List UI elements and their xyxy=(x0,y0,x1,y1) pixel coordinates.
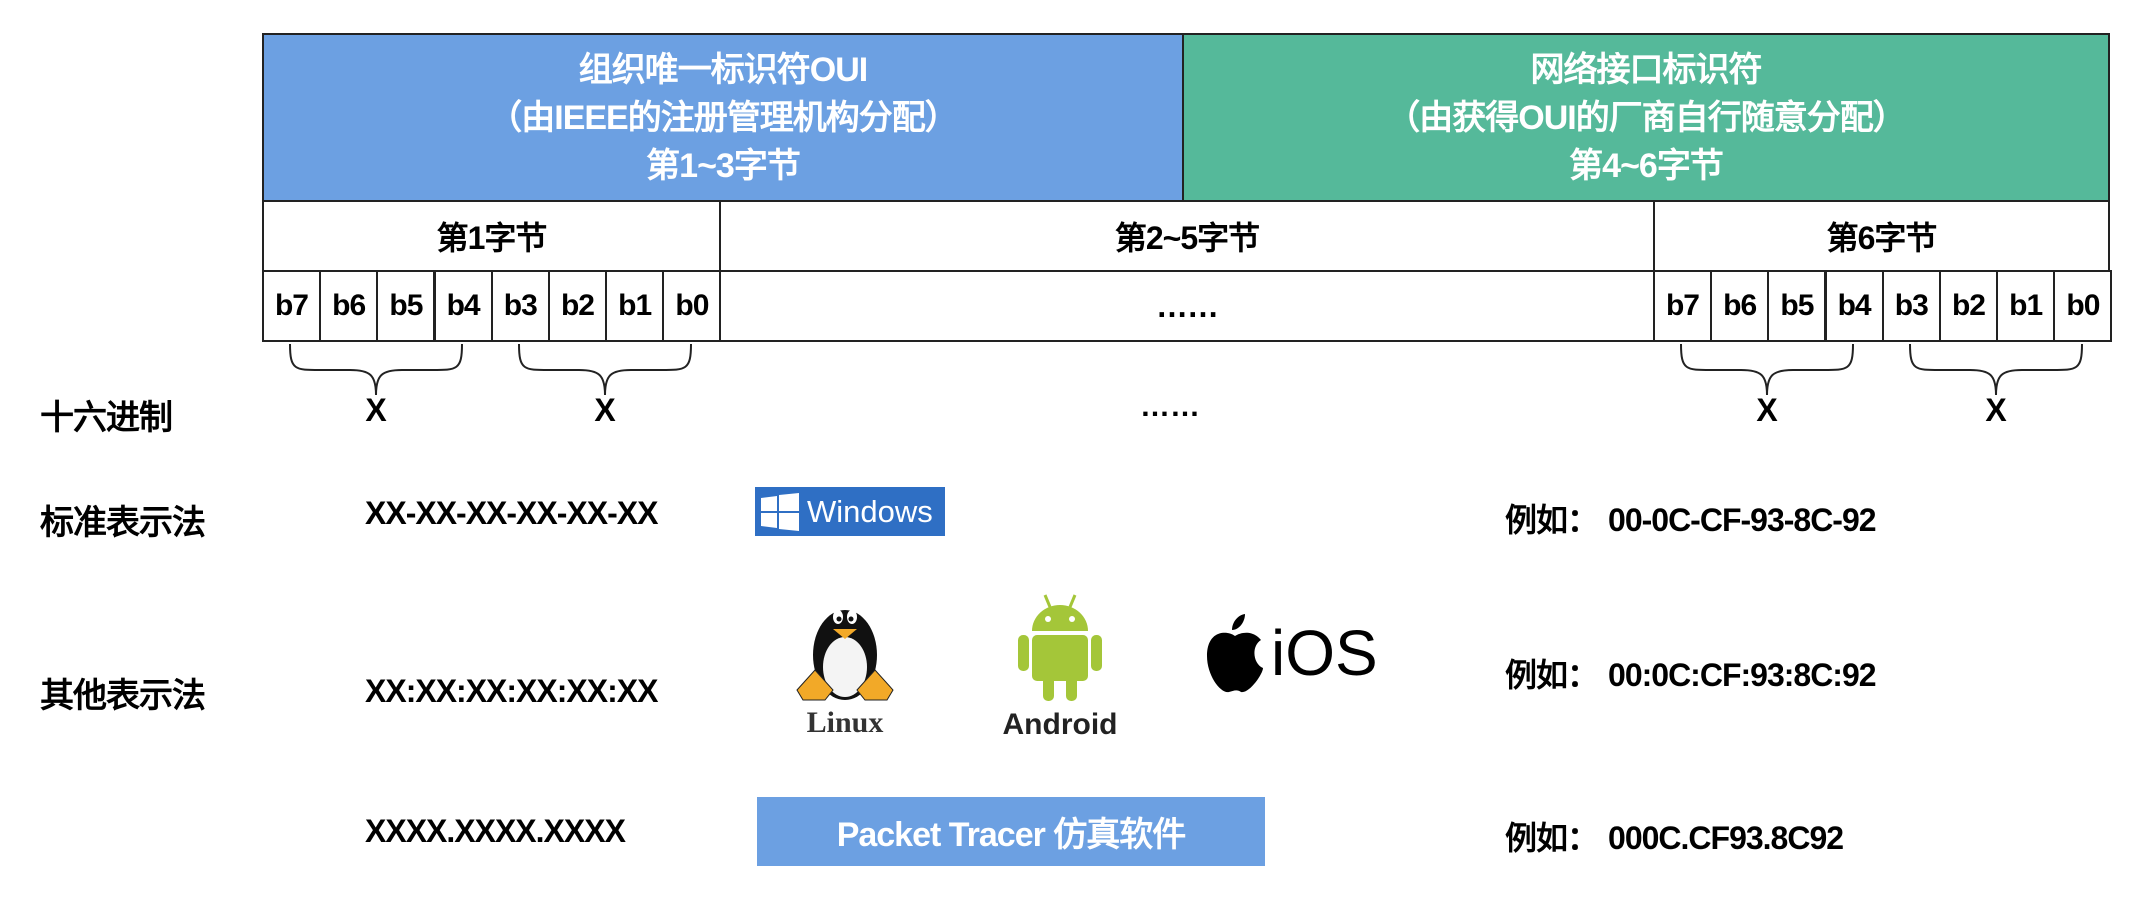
bit-cell-b0: b0 xyxy=(2053,270,2113,342)
oui-title: 组织唯一标识符OUI xyxy=(578,50,868,89)
standard-example: 例如：00-0C-CF-93-8C-92 xyxy=(1505,495,1886,541)
hex-digit: X xyxy=(594,392,616,428)
hex-label: 十六进制 xyxy=(40,399,173,437)
linux-logo: Linux xyxy=(795,595,895,740)
hex-ellipsis: …… xyxy=(1140,390,1200,423)
bit-cell-b4: b4 xyxy=(1824,270,1884,342)
bit-cell-b3: b3 xyxy=(1881,270,1941,342)
windows-text: Windows xyxy=(807,493,933,529)
byte-2-5-label: 第2~5字节 xyxy=(1114,220,1260,256)
nic-subtitle: （由获得OUI的厂商自行随意分配） xyxy=(1386,98,1906,137)
middle-ellipsis: …… xyxy=(1156,287,1219,324)
example-value: 00-0C-CF-93-8C-92 xyxy=(1608,502,1877,538)
bit-cell-b7: b7 xyxy=(262,270,321,342)
bit-cell-b0: b0 xyxy=(662,270,722,342)
standard-format: XX-XX-XX-XX-XX-XX xyxy=(365,495,658,531)
oui-subtitle: （由IEEE的注册管理机构分配） xyxy=(488,98,958,137)
bit-cell-b2: b2 xyxy=(1939,270,1998,342)
example-prefix: 例如： xyxy=(1505,820,1599,856)
other-example: 例如：00:0C:CF:93:8C:92 xyxy=(1505,650,1886,696)
example-value: 000C.CF93.8C92 xyxy=(1608,820,1844,856)
brace xyxy=(1680,343,1854,396)
bit-cell-b5: b5 xyxy=(1767,270,1827,342)
ios-logo: iOS xyxy=(1205,612,1378,694)
ios-text: iOS xyxy=(1271,617,1378,689)
bit-cell-b6: b6 xyxy=(1710,270,1770,342)
nic-bytes: 第4~6字节 xyxy=(1569,146,1724,185)
hex-digit: X xyxy=(1985,392,2007,428)
oui-bytes: 第1~3字节 xyxy=(646,146,801,185)
packet-tracer-badge: Packet Tracer 仿真软件 xyxy=(757,797,1265,866)
byte-1-label: 第1字节 xyxy=(436,220,548,256)
bit-cell-b7: b7 xyxy=(1653,270,1712,342)
bit-cell-b1: b1 xyxy=(1996,270,2056,342)
bit-cell-b4: b4 xyxy=(433,270,493,342)
nic-header: 网络接口标识符 （由获得OUI的厂商自行随意分配） 第4~6字节 xyxy=(1182,33,2110,202)
dotted-format: XXXX.XXXX.XXXX xyxy=(365,813,626,849)
android-robot-icon xyxy=(1018,594,1102,701)
brace xyxy=(289,343,463,396)
nibble-braces xyxy=(289,343,2083,396)
standard-notation-label: 标准表示法 xyxy=(40,504,206,542)
android-text: Android xyxy=(1002,708,1118,741)
nic-title: 网络接口标识符 xyxy=(1530,50,1763,89)
windows-icon xyxy=(761,492,799,531)
example-prefix: 例如： xyxy=(1505,657,1599,693)
apple-icon xyxy=(1207,614,1263,693)
brace xyxy=(1909,343,2083,396)
dotted-example: 例如：000C.CF93.8C92 xyxy=(1505,813,1853,859)
bit-cell-b5: b5 xyxy=(376,270,436,342)
android-logo: Android xyxy=(985,593,1135,742)
packet-tracer-text: Packet Tracer 仿真软件 xyxy=(836,816,1187,854)
hex-digit: X xyxy=(1756,392,1778,428)
byte-6-cell: 第6字节 xyxy=(1653,200,2110,272)
example-prefix: 例如： xyxy=(1505,502,1599,538)
brace xyxy=(518,343,692,396)
byte-1-cell: 第1字节 xyxy=(262,200,721,272)
bit-cell-b3: b3 xyxy=(490,270,550,342)
bit-cell-b6: b6 xyxy=(319,270,379,342)
tux-penguin-icon xyxy=(796,610,894,701)
linux-text: Linux xyxy=(806,706,884,739)
windows-logo: Windows xyxy=(755,487,945,536)
oui-header: 组织唯一标识符OUI （由IEEE的注册管理机构分配） 第1~3字节 xyxy=(262,33,1184,202)
other-notation-label: 其他表示法 xyxy=(40,677,206,715)
middle-bits-cell: …… xyxy=(719,270,1655,342)
byte-6-label: 第6字节 xyxy=(1826,220,1938,256)
byte-2-5-cell: 第2~5字节 xyxy=(719,200,1655,272)
hex-digit: X xyxy=(365,392,387,428)
bit-cell-b1: b1 xyxy=(605,270,665,342)
example-value: 00:0C:CF:93:8C:92 xyxy=(1608,657,1877,693)
bit-cell-b2: b2 xyxy=(548,270,607,342)
other-format: XX:XX:XX:XX:XX:XX xyxy=(365,673,658,709)
